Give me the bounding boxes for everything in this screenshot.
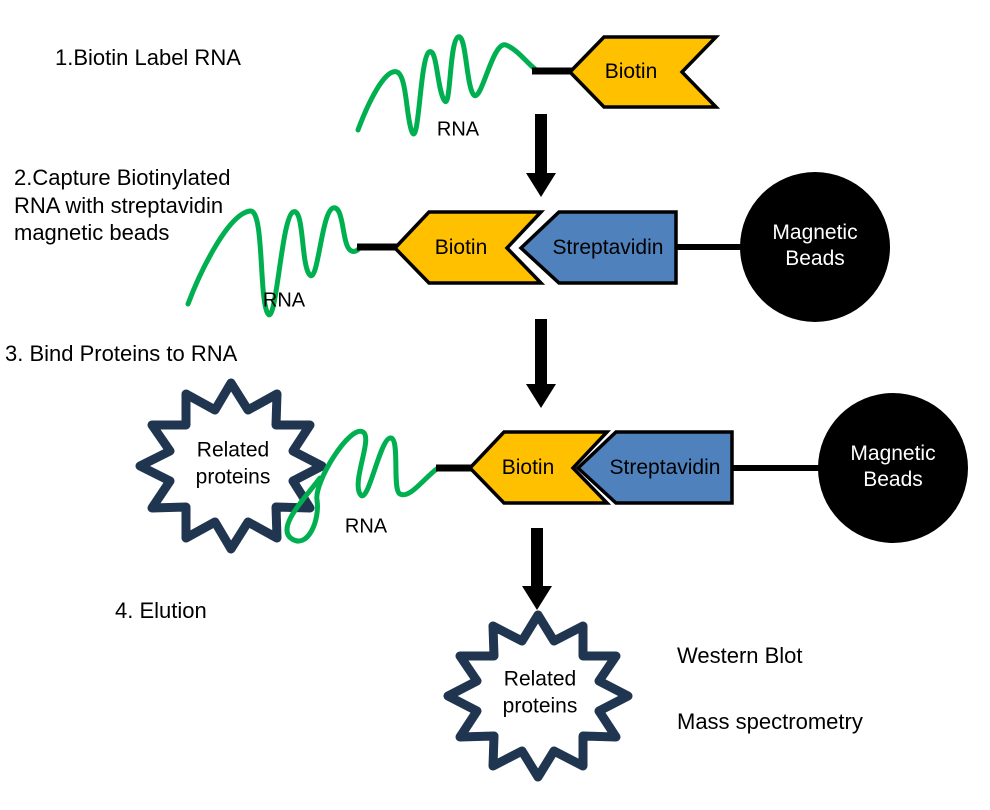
biotin-label-3: Biotin	[501, 455, 555, 479]
magnetic-beads-label-3: Magnetic Beads	[850, 441, 936, 491]
down-arrow-2	[526, 319, 556, 408]
magnetic-bead-2	[740, 172, 890, 322]
down-arrow-3	[522, 528, 552, 610]
streptavidin-label-2: Streptavidin	[552, 235, 664, 259]
step-2-label: 2.Capture Biotinylated RNA with streptav…	[14, 165, 231, 245]
related-proteins-star-1	[135, 378, 327, 554]
biotin-tag-2	[392, 210, 546, 285]
rna-squiggle-1	[355, 34, 538, 137]
rna-label-2: RNA	[262, 289, 306, 312]
magnetic-beads-label-2: Magnetic Beads	[772, 220, 858, 270]
step-1-label: 1.Biotin Label RNA	[55, 45, 241, 70]
rna-squiggle-3	[284, 428, 441, 544]
biotin-tag-1	[567, 35, 721, 109]
related-proteins-label-2: Related proteins	[502, 667, 578, 718]
biotin-tag-3	[467, 430, 612, 505]
rna-label-1: RNA	[436, 118, 480, 141]
mass-spectrometry-label: Mass spectrometry	[677, 709, 863, 734]
western-blot-label: Western Blot	[677, 643, 803, 668]
down-arrow-1	[526, 114, 556, 197]
step-4-label: 4. Elution	[115, 598, 207, 623]
magnetic-bead-3	[818, 393, 968, 543]
streptavidin-label-3: Streptavidin	[609, 455, 721, 479]
related-proteins-star-2	[443, 610, 633, 782]
biotin-label-2: Biotin	[434, 235, 488, 259]
related-proteins-label-1: Related proteins	[195, 438, 271, 489]
rna-label-3: RNA	[344, 515, 388, 538]
biotin-label-1: Biotin	[604, 59, 658, 83]
rna-squiggle-2	[185, 205, 364, 318]
step-3-label: 3. Bind Proteins to RNA	[5, 341, 238, 366]
